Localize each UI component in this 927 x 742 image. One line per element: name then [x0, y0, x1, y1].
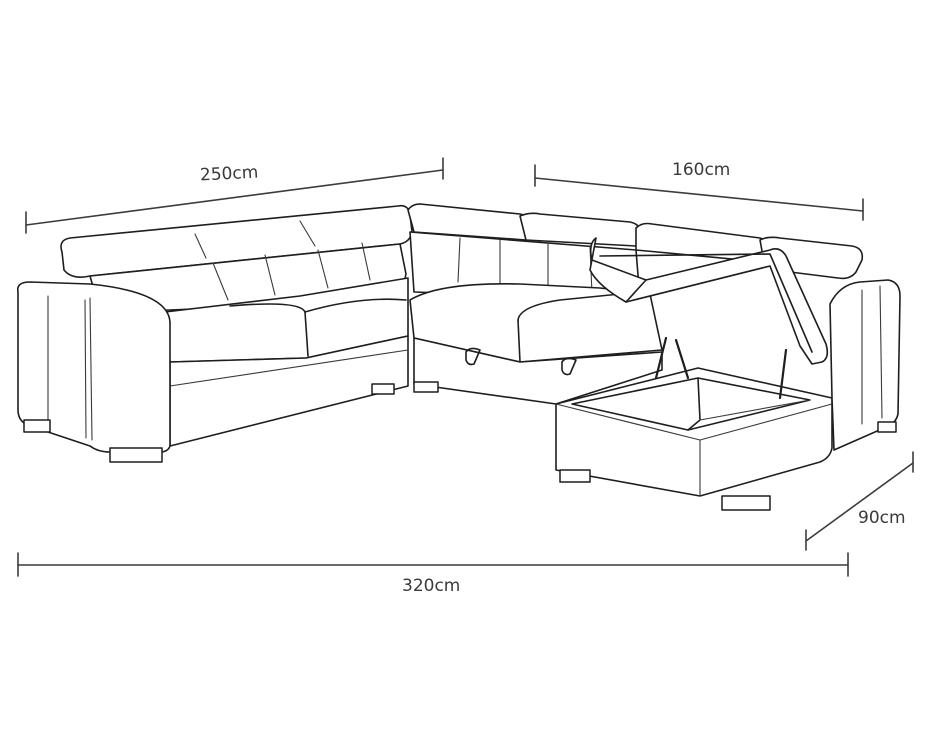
dimension-line-250 — [25, 157, 444, 234]
middle-seat-cushions — [409, 283, 663, 363]
gas-strut-left — [654, 336, 668, 380]
foot-left-back — [23, 419, 51, 433]
dimension-label-250: 250cm — [199, 162, 259, 186]
middle-back-headrest — [519, 212, 641, 247]
dimension-label-320: 320cm — [402, 576, 461, 596]
dimension-line-160 — [534, 164, 864, 221]
dimension-line-90 — [805, 451, 914, 551]
foot-left-inner — [371, 383, 395, 395]
foot-chaise-left — [559, 469, 591, 483]
dimension-label-90: 90cm — [858, 508, 906, 528]
foot-chaise-front — [721, 495, 771, 511]
pull-strap-right — [561, 357, 577, 376]
chaise-storage-box — [555, 367, 833, 497]
foot-right-arm — [877, 421, 897, 433]
foot-left-front — [109, 447, 163, 463]
pull-strap-left — [465, 347, 481, 366]
sectional-sofa-illustration — [16, 203, 901, 511]
dimension-label-160: 160cm — [672, 160, 731, 180]
raised-storage-lid — [589, 237, 829, 365]
gas-strut-left-2 — [674, 338, 690, 380]
foot-middle-left — [413, 381, 439, 393]
gas-strut-right — [778, 348, 788, 400]
dimension-line-320 — [17, 552, 849, 577]
